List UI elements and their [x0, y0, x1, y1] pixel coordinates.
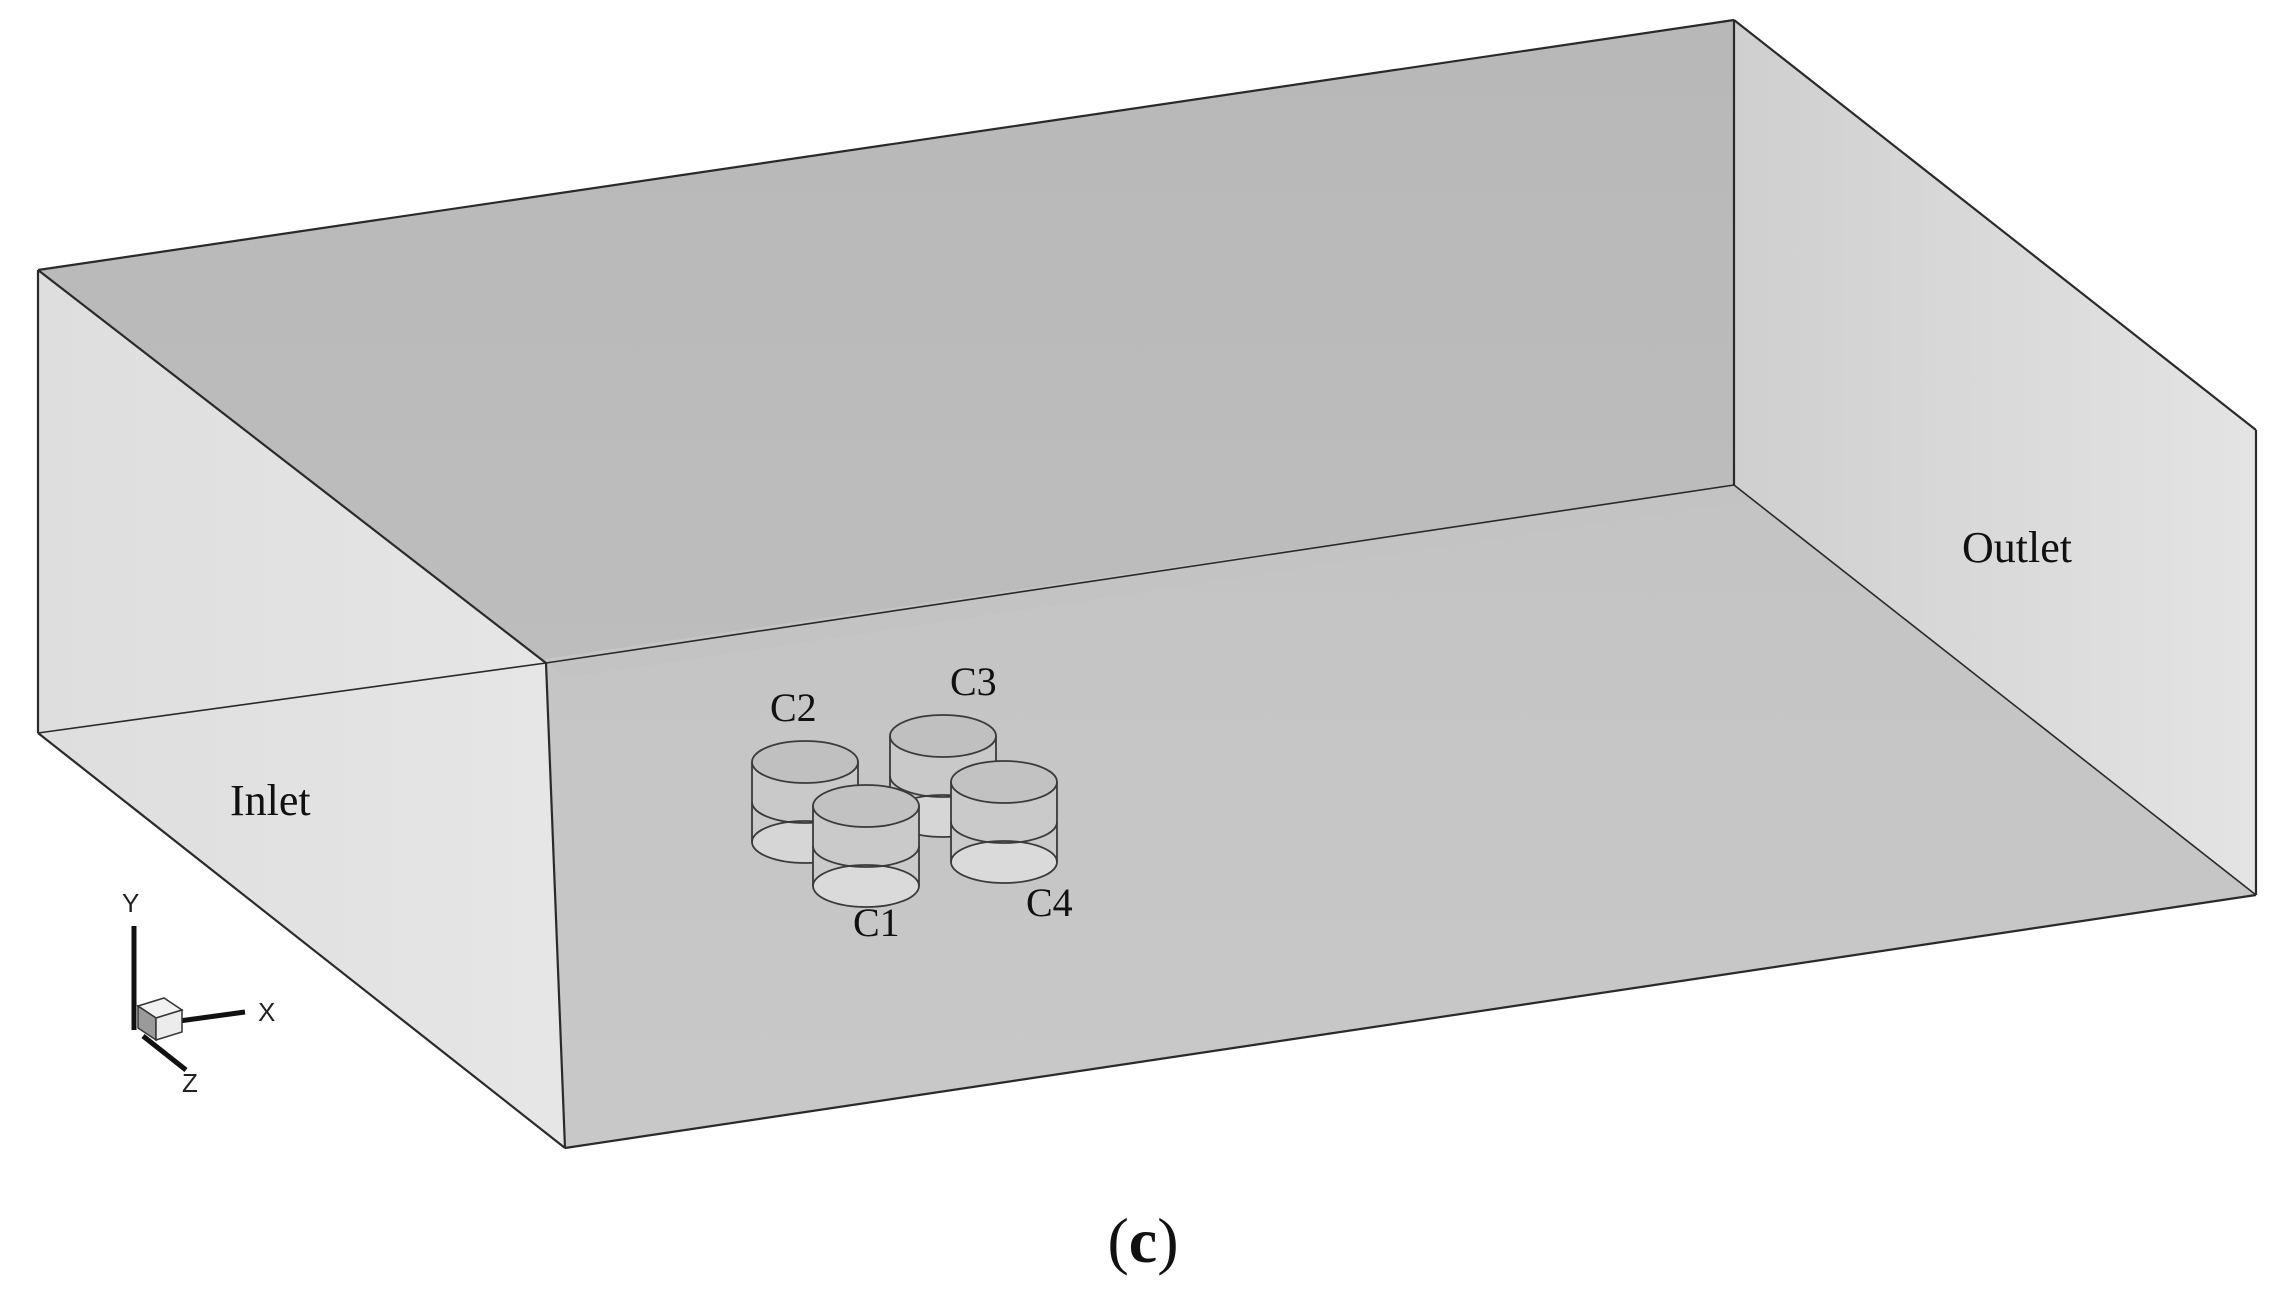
- cylinder-label-c4: C4: [1026, 880, 1073, 925]
- cylinder-label-c3: C3: [950, 659, 997, 704]
- inlet-label: Inlet: [230, 776, 311, 825]
- cylinder-label-c2: C2: [770, 685, 817, 730]
- inner-floor-edge: [546, 485, 1760, 678]
- box-edges: [36, 18, 2258, 1150]
- axis-triad: Y X Z: [122, 888, 275, 1098]
- outlet-label: Outlet: [1962, 523, 2072, 572]
- caption-close-paren: ): [1157, 1205, 1178, 1276]
- figure-caption: (c): [1107, 1205, 1178, 1276]
- axis-x-label: X: [258, 997, 275, 1027]
- axis-y-label: Y: [122, 888, 139, 918]
- caption-open-paren: (: [1107, 1205, 1128, 1276]
- outlet-wall: [1734, 20, 2256, 895]
- triad-cube-right: [155, 1008, 183, 1042]
- floor: [38, 485, 2256, 1148]
- back-wall: [38, 20, 1734, 663]
- cylinder-label-c1: C1: [853, 900, 900, 945]
- z-axis-line: [141, 1034, 188, 1072]
- cylinder-group: [751, 714, 1058, 908]
- inlet-wall: [38, 270, 565, 1148]
- axis-z-label: Z: [182, 1068, 198, 1098]
- cylinder-c1: [812, 784, 920, 908]
- caption-letter: c: [1129, 1205, 1157, 1276]
- cylinder-c4: [950, 760, 1058, 884]
